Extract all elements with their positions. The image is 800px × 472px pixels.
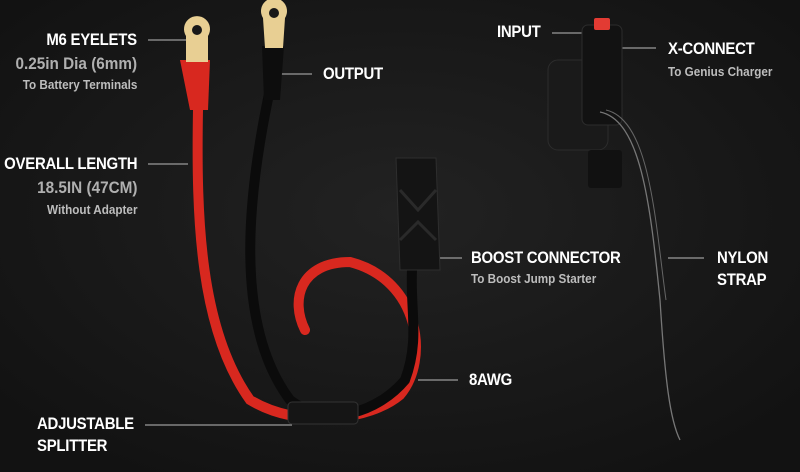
m6-eyelets-title: M6 EYELETS — [46, 30, 138, 49]
red-boot — [180, 60, 210, 110]
black-boot — [262, 46, 284, 100]
nylon-strap-title-1: NYLON — [717, 248, 769, 267]
x-connect-title: X-CONNECT — [668, 39, 755, 58]
boost-connector-note: To Boost Jump Starter — [471, 271, 597, 286]
red-eyelet — [184, 16, 210, 63]
m6-eyelets-note: To Battery Terminals — [22, 77, 137, 92]
red-cable — [180, 60, 421, 424]
nylon-strap — [599, 111, 681, 441]
overall-length-title: OVERALL LENGTH — [3, 154, 137, 173]
overall-length-note: Without Adapter — [46, 202, 137, 217]
splitter-title-2: SPLITTER — [37, 436, 108, 455]
input-title: INPUT — [497, 22, 541, 41]
eyelets — [184, 0, 287, 63]
splitter-title-1: ADJUSTABLE — [37, 414, 134, 433]
black-eyelet — [261, 0, 287, 48]
boost-connector-title: BOOST CONNECTOR — [471, 248, 621, 267]
x-connect-adapter — [547, 18, 681, 441]
x-connect-note: To Genius Charger — [668, 64, 773, 79]
splitter-body — [287, 401, 359, 425]
output-title: OUTPUT — [323, 64, 383, 83]
awg-title: 8AWG — [469, 370, 513, 389]
red-cap — [594, 18, 610, 30]
m6-eyelets-detail: 0.25in Dia (6mm) — [15, 54, 137, 73]
overall-length-detail: 18.5IN (47CM) — [36, 178, 137, 197]
leader-lines — [145, 32, 704, 426]
nylon-strap-title-2: STRAP — [717, 270, 767, 289]
boost-connector — [395, 157, 441, 271]
